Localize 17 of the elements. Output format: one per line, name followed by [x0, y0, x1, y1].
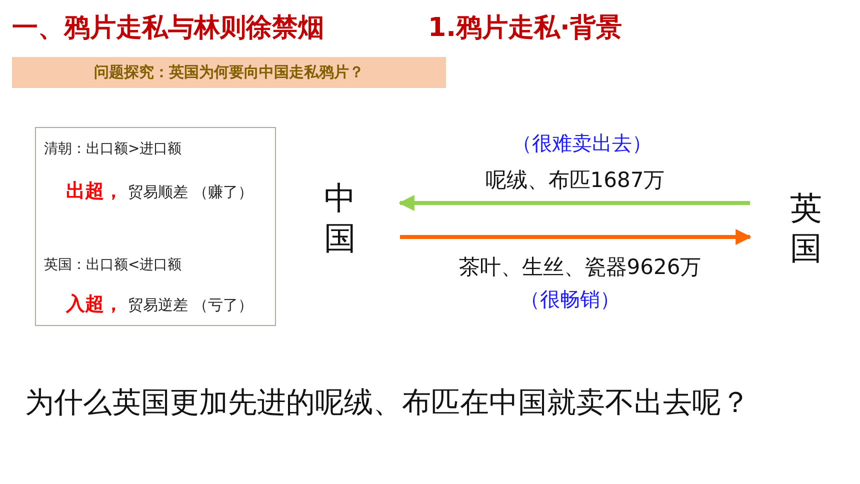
note-text: 清朝：出口额>进口额: [44, 140, 182, 158]
subtitle: 1.鸦片走私·背景: [428, 12, 622, 45]
title: 一、鸦片走私与林则徐禁烟: [12, 12, 324, 45]
note-text: （很难卖出去）: [512, 130, 652, 157]
term-text: 出超，: [66, 179, 123, 204]
arrow: [400, 229, 752, 245]
question-text: 为什么英国更加先进的呢绒、布匹在中国就卖不出去呢？: [25, 384, 750, 421]
note-text: 英国：出口额<进口额: [44, 256, 182, 274]
note-text: 贸易顺差 （赚了）: [128, 183, 253, 202]
note-text: 贸易逆差 （亏了）: [128, 296, 253, 315]
note-text: （很畅销）: [520, 286, 620, 313]
question-band: 问题探究：英国为何要向中国走私鸦片？: [12, 57, 446, 88]
comparison-panel: [35, 127, 276, 326]
country-label: 中国: [324, 178, 357, 258]
term-text: 入超，: [66, 292, 123, 317]
country-label: 英国: [790, 188, 823, 268]
arrow: [398, 195, 750, 211]
